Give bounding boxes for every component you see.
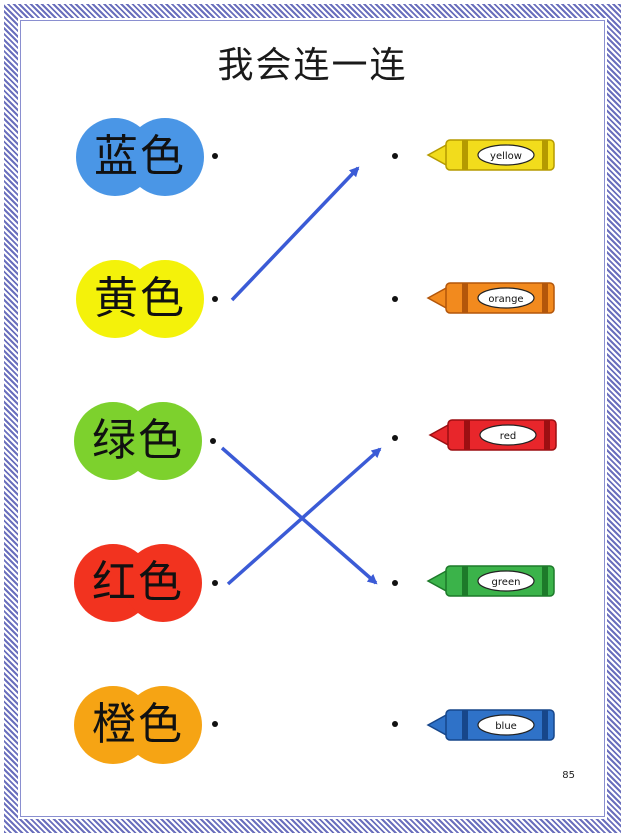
right-dot-1[interactable]: [392, 153, 398, 159]
left-dot-3[interactable]: [210, 438, 216, 444]
color-label: 橙色: [92, 699, 184, 750]
color-label: 黄色: [94, 273, 186, 324]
right-dot-5[interactable]: [392, 721, 398, 727]
blob-circle: [124, 686, 202, 764]
crayon-red[interactable]: red: [428, 414, 562, 456]
crayon-label: red: [500, 431, 516, 442]
left-dot-5[interactable]: [212, 721, 218, 727]
blob-circle: [124, 544, 202, 622]
crayon-yellow[interactable]: yellow: [426, 134, 560, 176]
blob-circle: [124, 402, 202, 480]
blob-circle: [126, 260, 204, 338]
color-label: 红色: [92, 557, 184, 608]
right-dot-4[interactable]: [392, 580, 398, 586]
color-blob-blue[interactable]: 蓝色: [76, 118, 204, 196]
crayon-label: green: [492, 577, 521, 588]
arrow-green-to-green: [220, 446, 378, 585]
color-label: 蓝色: [94, 131, 186, 182]
left-dot-1[interactable]: [212, 153, 218, 159]
color-blob-green[interactable]: 绿色: [74, 402, 202, 480]
right-dot-2[interactable]: [392, 296, 398, 302]
left-dot-2[interactable]: [212, 296, 218, 302]
crayon-green[interactable]: green: [426, 560, 560, 602]
crayon-label: orange: [488, 294, 523, 305]
crayon-label: blue: [495, 721, 517, 732]
right-dot-3[interactable]: [392, 435, 398, 441]
arrow-red-to-red: [226, 447, 382, 586]
crayon-label: yellow: [490, 151, 522, 162]
color-blob-yellow[interactable]: 黄色: [76, 260, 204, 338]
page-inner-border: [20, 20, 605, 817]
crayon-blue[interactable]: blue: [426, 704, 560, 746]
blob-circle: [126, 118, 204, 196]
crayon-orange[interactable]: orange: [426, 277, 560, 319]
page-title: 我会连一连: [217, 45, 408, 86]
page-number: 85: [562, 770, 575, 781]
arrow-yellow-to-yellow: [230, 166, 360, 302]
color-blob-orange[interactable]: 橙色: [74, 686, 202, 764]
color-label: 绿色: [92, 415, 184, 466]
color-blob-red[interactable]: 红色: [74, 544, 202, 622]
left-dot-4[interactable]: [212, 580, 218, 586]
